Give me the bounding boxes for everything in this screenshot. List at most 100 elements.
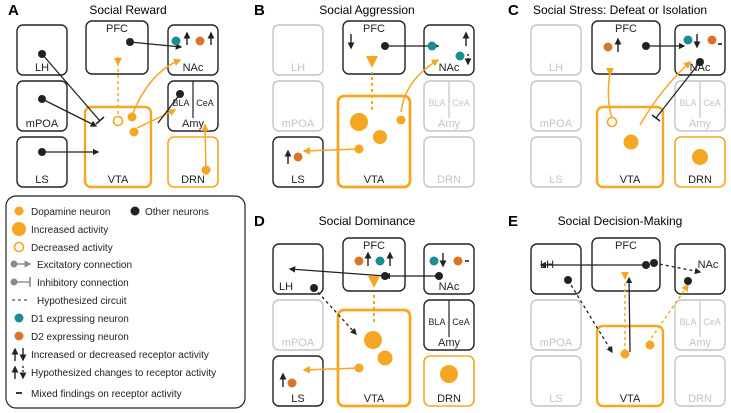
increased-activity-neuron — [692, 149, 708, 165]
region-label-vta: VTA — [620, 174, 641, 186]
legend-label: Decreased activity — [31, 243, 113, 254]
lh-neuron — [310, 284, 318, 292]
region-box-mpoa — [272, 299, 324, 351]
region-label-nac: NAc — [183, 62, 204, 74]
region-box-drn — [674, 355, 726, 407]
region-label-pfc: PFC — [363, 23, 385, 35]
dopamine-neuron — [620, 349, 630, 359]
legend: Dopamine neuron Other neurons Increased … — [5, 195, 246, 409]
vta-to-nac-connection — [639, 60, 692, 126]
pfc-arrowhead — [114, 58, 122, 66]
d1-neuron — [171, 36, 181, 46]
d2-neuron — [287, 378, 297, 388]
region-box-nac — [423, 24, 475, 76]
legend-label: D1 expressing neuron — [31, 314, 129, 325]
region-label-amy: Amy — [438, 118, 461, 130]
pfc-neuron — [650, 259, 658, 267]
region-label-drn: DRN — [688, 393, 712, 405]
region-box-drn — [423, 136, 475, 188]
pfc-neuron — [642, 42, 650, 50]
vta-to-ls-connection — [302, 366, 360, 374]
region-label-amy: Amy — [182, 118, 205, 130]
lh-neuron — [564, 276, 572, 284]
pfc-neuron — [642, 261, 650, 269]
region-label-pfc: PFC — [615, 23, 637, 35]
legend-label: Increased or decreased receptor activity — [31, 350, 209, 361]
region-box-mpoa — [530, 299, 582, 351]
panel-e: E Social Decision-Making PFC LH mPOA LS … — [508, 213, 726, 408]
region-label-lh: LH — [549, 62, 563, 74]
region-box-drn — [167, 136, 219, 188]
vta-to-nac-connection — [400, 59, 440, 113]
panel-letter: B — [254, 2, 265, 19]
region-label-pfc: PFC — [615, 240, 637, 252]
legend-label: Hypothesized circuit — [37, 296, 127, 307]
mpoa-neuron — [38, 95, 46, 103]
region-box-ls — [272, 136, 324, 188]
region-label-nac: NAc — [698, 259, 719, 271]
region-box-vta — [595, 105, 665, 189]
region-box-drn — [423, 355, 475, 407]
d2-neuron-icon — [14, 331, 24, 341]
dopamine-neuron — [129, 127, 139, 137]
bla-to-vta-connection — [157, 93, 181, 124]
region-box-vta — [336, 94, 412, 189]
panel-title: Social Reward — [89, 3, 166, 17]
increased-activity-neuron — [440, 365, 458, 383]
inhibitory-bar — [95, 116, 105, 125]
region-label-vta: VTA — [620, 393, 641, 405]
region-label-ls: LS — [35, 174, 48, 186]
dopamine-neuron — [354, 144, 364, 154]
pfc-to-nac-hypothesized — [653, 262, 702, 275]
increased-activity-icon — [12, 222, 26, 236]
region-box-lh — [272, 243, 324, 295]
d1-neuron — [429, 256, 439, 266]
legend-box — [5, 195, 246, 409]
increased-activity-neuron — [377, 350, 393, 366]
lh-to-vta-hypothesized — [313, 287, 357, 335]
region-box-nac — [167, 24, 219, 76]
region-label-nac: NAc — [690, 62, 711, 74]
d1-neuron — [375, 256, 385, 266]
region-label-pfc: PFC — [106, 23, 128, 35]
region-label-vta: VTA — [364, 393, 385, 405]
drn-dopamine-neuron — [201, 165, 211, 175]
region-box-mpoa — [272, 80, 324, 132]
legend-label: Mixed findings on receptor activity — [31, 389, 182, 400]
region-box-lh — [16, 24, 68, 76]
region-box-vta — [336, 308, 412, 408]
d2-neuron — [354, 256, 364, 266]
pfc-neuron — [126, 38, 134, 46]
region-label-mpoa: mPOA — [540, 118, 573, 130]
legend-label: D2 expressing neuron — [31, 332, 129, 343]
region-box-nac — [674, 243, 726, 295]
region-box-lh — [530, 24, 582, 76]
dopamine-neuron — [645, 340, 655, 350]
nac-neuron — [435, 272, 443, 280]
d1-neuron — [683, 35, 693, 45]
region-label-amy: Amy — [689, 337, 712, 349]
panel-title: Social Dominance — [319, 214, 416, 228]
region-label-bla: BLA — [172, 98, 189, 108]
panel-title: Social Decision-Making — [558, 214, 683, 228]
mpoa-to-vta-connection — [41, 98, 98, 127]
legend-label-other-neurons: Other neurons — [145, 207, 209, 218]
region-label-lh: LH — [291, 62, 305, 74]
pfc-arrowhead — [366, 56, 378, 68]
nac-neuron — [684, 277, 692, 285]
d2-neuron — [707, 35, 717, 45]
panel-c: C Social Stress: Defeat or Isolation PFC… — [508, 2, 726, 189]
region-label-cea: CeA — [452, 317, 470, 327]
region-label-mpoa: mPOA — [282, 118, 315, 130]
d1-neuron — [455, 51, 465, 61]
dopamine-neuron — [396, 115, 406, 125]
region-label-drn: DRN — [437, 174, 461, 186]
decreased-activity-neuron — [606, 116, 618, 128]
region-label-cea: CeA — [196, 98, 214, 108]
d2-neuron — [453, 256, 463, 266]
region-label-pfc: PFC — [363, 240, 385, 252]
pfc-arrowhead — [368, 276, 380, 288]
region-label-cea: CeA — [452, 98, 470, 108]
region-label-drn: DRN — [181, 174, 205, 186]
